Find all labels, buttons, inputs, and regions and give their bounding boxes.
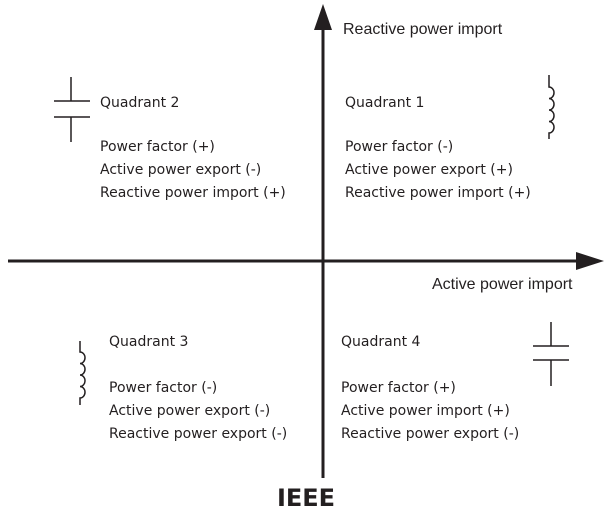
- inductor-icon: [548, 75, 555, 139]
- quadrant-3: Quadrant 3 Power factor (-) Active power…: [79, 334, 287, 442]
- power-factor-text: Power factor (+): [341, 380, 456, 396]
- vertical-axis: [314, 4, 332, 478]
- capacitor-icon: [54, 77, 90, 142]
- reactive-power-text: Reactive power export (-): [109, 426, 287, 442]
- quadrant-title: Quadrant 1: [345, 95, 424, 111]
- power-factor-text: Power factor (+): [100, 139, 215, 155]
- quadrant-title: Quadrant 2: [100, 95, 179, 111]
- active-power-text: Active power import (+): [341, 403, 510, 419]
- vertical-axis-arrowhead: [314, 4, 332, 30]
- quadrant-2: Quadrant 2 Power factor (+) Active power…: [54, 77, 286, 201]
- reactive-power-text: Reactive power import (+): [345, 185, 531, 201]
- horizontal-axis-arrowhead: [576, 252, 604, 270]
- horizontal-axis-label: Active power import: [432, 276, 573, 293]
- quadrant-1: Quadrant 1 Power factor (-) Active power…: [345, 75, 555, 201]
- quadrant-4: Quadrant 4 Power factor (+) Active power…: [341, 322, 569, 442]
- power-factor-text: Power factor (-): [345, 139, 453, 155]
- capacitor-icon: [533, 322, 569, 386]
- inductor-icon: [79, 341, 86, 405]
- horizontal-axis: [8, 252, 604, 270]
- reactive-power-text: Reactive power export (-): [341, 426, 519, 442]
- vertical-axis-label: Reactive power import: [343, 21, 503, 38]
- quadrant-title: Quadrant 4: [341, 334, 421, 350]
- standard-label: IEEE: [277, 484, 335, 512]
- active-power-text: Active power export (-): [100, 162, 261, 178]
- active-power-text: Active power export (+): [345, 162, 513, 178]
- reactive-power-text: Reactive power import (+): [100, 185, 286, 201]
- active-power-text: Active power export (-): [109, 403, 270, 419]
- power-factor-text: Power factor (-): [109, 380, 217, 396]
- quadrant-title: Quadrant 3: [109, 334, 188, 350]
